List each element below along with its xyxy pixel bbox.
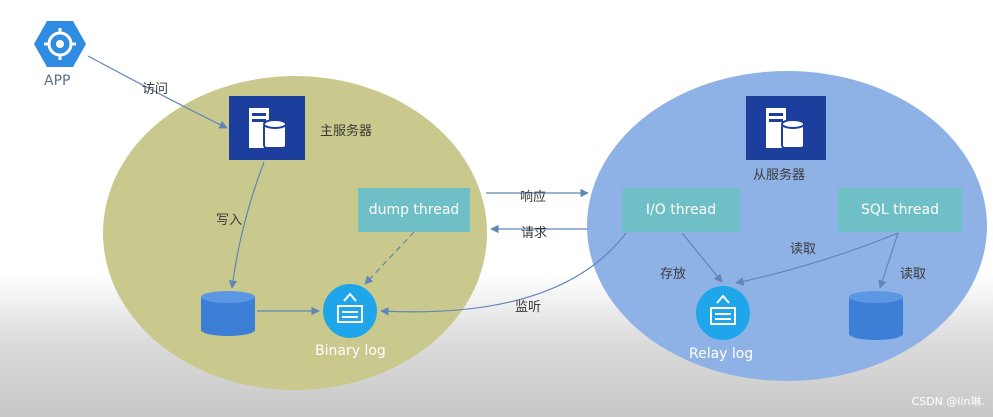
binary-log-icon [323,284,377,338]
arrow-master-write-db [228,161,265,289]
io-thread-box[interactable]: I/O thread [622,188,740,232]
slave-database-icon [849,291,903,340]
app-icon[interactable] [34,21,86,67]
relay-log-label: Relay log [689,346,754,362]
edge-label-visit: 访问 [142,82,169,97]
watermark: CSDN @lin琳. [911,395,985,408]
edge-label-read-relay: 读取 [790,242,817,257]
arrow-io-to-relay [681,232,723,283]
arrow-sql-read-db [878,232,899,289]
edge-label-store: 存放 [660,267,687,282]
edge-label-write: 写入 [216,213,243,228]
arrow-dump-to-binlog [364,231,415,285]
arrow-sql-read-relay [735,232,899,286]
master-server-label: 主服务器 [320,124,373,139]
arrow-app-to-master [87,55,228,129]
edge-label-respond: 响应 [520,190,547,205]
dump-thread-box[interactable]: dump thread [358,188,470,232]
sql-thread-box[interactable]: SQL thread [838,188,962,232]
master-database-icon [201,291,255,336]
edge-label-request: 请求 [521,226,548,241]
app-label: APP [44,73,71,89]
master-server-icon [229,96,305,160]
binary-log-label: Binary log [315,343,386,359]
arrow-listen [380,232,627,316]
edge-label-read-db: 读取 [900,267,927,282]
slave-server-label: 从服务器 [753,168,806,183]
slave-server-icon [746,96,826,160]
edge-label-listen: 监听 [515,300,542,315]
relay-log-icon [696,286,750,340]
